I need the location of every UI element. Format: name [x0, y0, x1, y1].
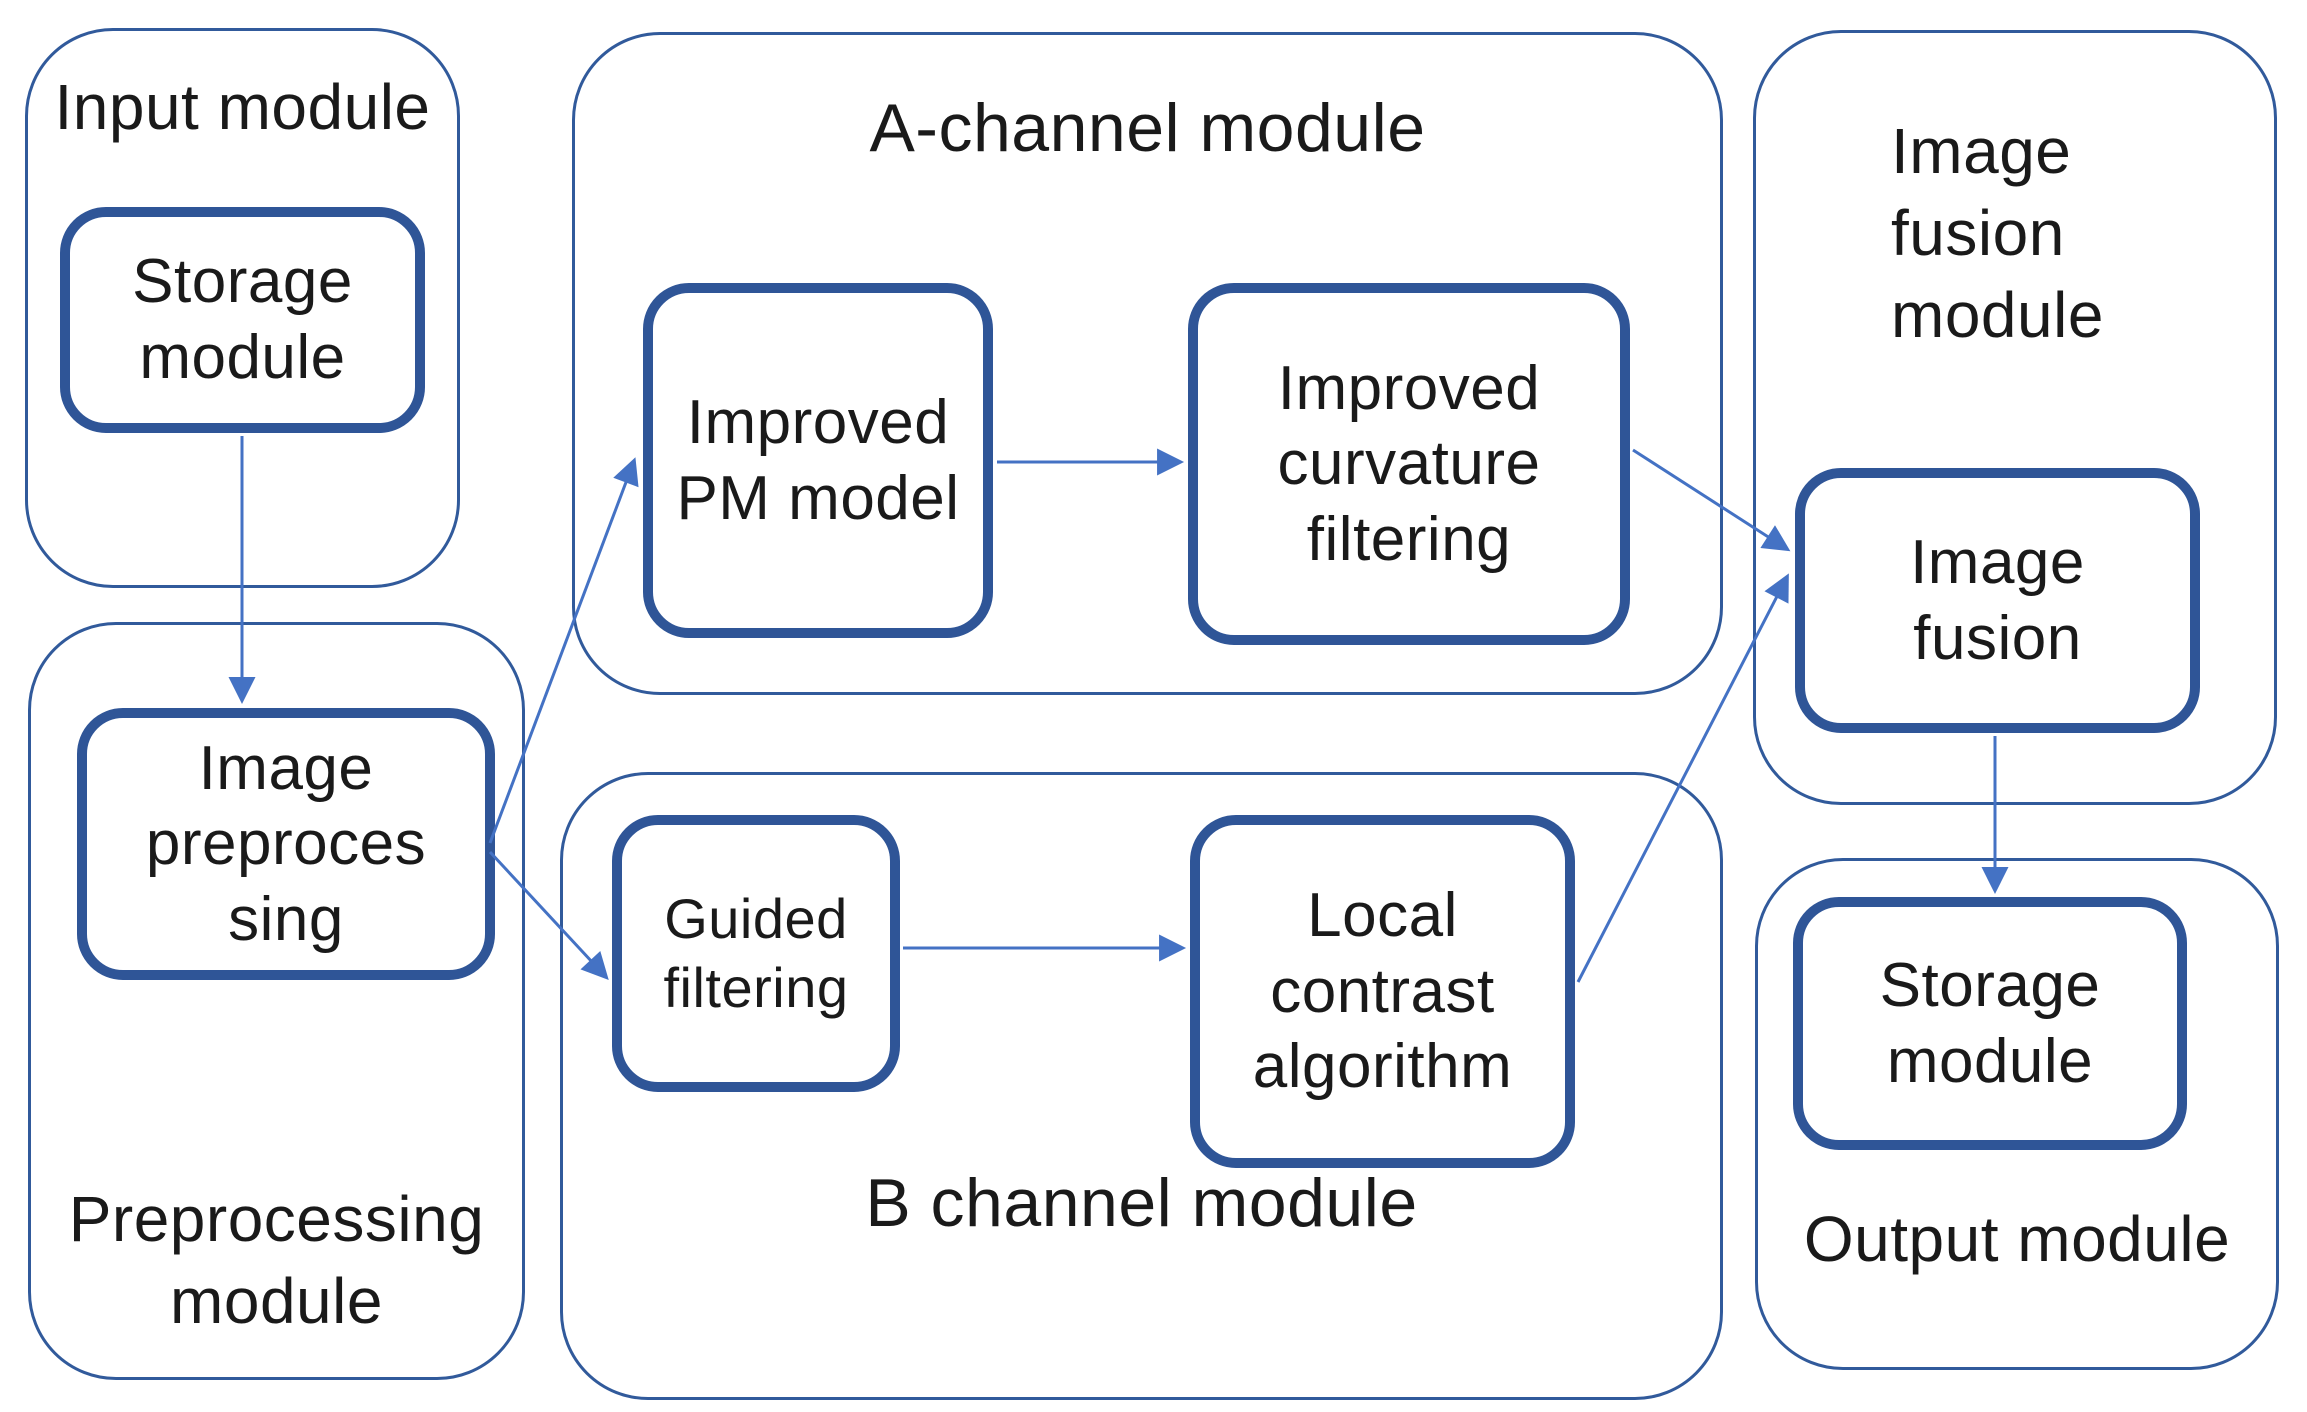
a-channel-module-label: A-channel module	[869, 90, 1426, 166]
output-module-label: Output module	[1803, 1203, 2231, 1276]
a-channel-module-container: A-channel module	[572, 32, 1723, 695]
b-channel-module-label: B channel module	[865, 1164, 1418, 1241]
improved-pm-model-box: Improved PM model	[643, 283, 993, 638]
guided-filtering-box: Guided filtering	[612, 815, 900, 1092]
storage-module-input-box: Storage module	[60, 207, 425, 433]
preprocessing-module-container: Preprocessing module	[28, 622, 525, 1380]
local-contrast-algorithm-label: Local contrast algorithm	[1252, 881, 1513, 1102]
b-channel-module-container: B channel module	[560, 772, 1723, 1400]
storage-module-output-label: Storage module	[1879, 950, 2101, 1096]
output-module-container: Output module	[1755, 858, 2279, 1370]
guided-filtering-label: Guided filtering	[663, 887, 849, 1019]
preprocessing-module-label: Preprocessing module	[68, 1183, 485, 1338]
image-fusion-module-container: Image fusion module	[1753, 30, 2277, 805]
input-module-container: Input module	[25, 28, 460, 588]
local-contrast-algorithm-box: Local contrast algorithm	[1190, 815, 1575, 1168]
improved-curvature-filtering-label: Improved curvature filtering	[1277, 353, 1541, 574]
image-preprocessing-label: Image preproces sing	[145, 733, 427, 954]
image-fusion-box: Image fusion	[1795, 468, 2200, 733]
image-fusion-module-label: Image fusion module	[1891, 115, 2104, 351]
improved-pm-model-label: Improved PM model	[676, 387, 960, 533]
image-fusion-label: Image fusion	[1910, 527, 2085, 673]
storage-module-input-label: Storage module	[132, 247, 353, 392]
storage-module-output-box: Storage module	[1793, 897, 2187, 1150]
image-preprocessing-box: Image preproces sing	[77, 708, 495, 980]
input-module-label: Input module	[54, 71, 431, 143]
improved-curvature-filtering-box: Improved curvature filtering	[1188, 283, 1630, 645]
